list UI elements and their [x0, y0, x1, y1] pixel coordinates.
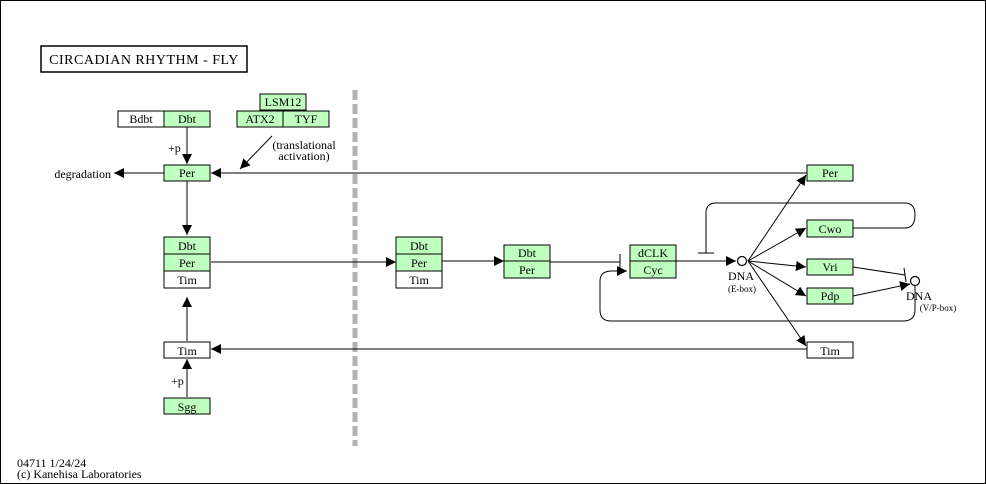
- dna-vpbox-sublabel: (V/P-box): [920, 303, 957, 313]
- dna-ebox-label: DNA: [728, 269, 754, 283]
- edge-dna-cwo: [747, 227, 807, 262]
- label-atx2: ATX2: [245, 112, 274, 126]
- label-tim-c1: Tim: [177, 273, 197, 287]
- label-pdp: Pdp: [821, 289, 840, 303]
- gene-tim-low[interactable]: [163, 341, 211, 359]
- gene-per-right[interactable]: [806, 164, 854, 182]
- gene-tyf[interactable]: [282, 110, 330, 128]
- gene-labels: Bdbt Dbt LSM12 ATX2 TYF Per Dbt Per Tim …: [129, 95, 841, 414]
- gene-cyc[interactable]: [629, 260, 677, 279]
- label-lsm12: LSM12: [265, 95, 302, 109]
- edge-dna-tim: [747, 260, 807, 347]
- gene-sgg[interactable]: [163, 397, 211, 415]
- label-sgg: Sgg: [178, 400, 197, 414]
- label-bdbt: Bdbt: [129, 112, 153, 126]
- label-vri: Vri: [822, 260, 838, 274]
- edge-vri-inhibit: [852, 266, 906, 276]
- dna-ebox-sublabel: (E-box): [728, 284, 756, 294]
- label-cyc: Cyc: [643, 263, 662, 277]
- label-per-c3: Per: [519, 263, 535, 277]
- gene-per-main[interactable]: [163, 164, 211, 182]
- gene-tim-right[interactable]: [806, 341, 854, 359]
- gene-dbt-top[interactable]: [163, 110, 211, 128]
- dna-vpbox-label: DNA: [906, 289, 932, 303]
- edge-pdp-dna: [852, 281, 911, 297]
- degradation-label: degradation: [54, 167, 111, 181]
- label-per-main: Per: [179, 166, 195, 180]
- label-per-c2: Per: [411, 256, 427, 270]
- gene-tim-c2[interactable]: [395, 270, 443, 289]
- plus-p-top: +p: [168, 141, 181, 155]
- copyright-text: (c) Kanehisa Laboratories: [17, 467, 142, 481]
- label-per-right: Per: [822, 166, 838, 180]
- gene-boxes: [117, 93, 854, 415]
- label-tim-low: Tim: [177, 344, 197, 358]
- gene-lsm12[interactable]: [259, 93, 307, 111]
- label-dbt-c3: Dbt: [518, 246, 537, 260]
- dna-vpbox-node[interactable]: [909, 275, 921, 287]
- page-title: CIRCADIAN RHYTHM - FLY: [49, 53, 239, 68]
- label-tim-right: Tim: [820, 344, 840, 358]
- translational-label-line1: (translational: [272, 138, 336, 152]
- gene-pdp[interactable]: [806, 287, 854, 305]
- label-cwo: Cwo: [819, 222, 842, 236]
- edge-translational-activation: [239, 135, 273, 170]
- label-dbt-c1: Dbt: [178, 239, 197, 253]
- edge-dna-per: [747, 174, 807, 262]
- label-tyf: TYF: [295, 112, 318, 126]
- edges: [114, 127, 916, 397]
- edge-dna-vri: [747, 260, 807, 271]
- title-box: [40, 45, 248, 73]
- label-dbt-top: Dbt: [178, 112, 197, 126]
- gene-tim-c1[interactable]: [163, 270, 211, 289]
- plus-p-bottom: +p: [171, 374, 184, 388]
- gene-per-c3[interactable]: [503, 260, 551, 279]
- map-id-date: 04711 1/24/24: [17, 456, 86, 470]
- label-dbt-c2: Dbt: [410, 239, 429, 253]
- edge-cwo-inhibit: [705, 202, 916, 253]
- label-tim-c2: Tim: [409, 273, 429, 287]
- translational-label-line2: activation): [278, 149, 329, 163]
- label-dclk: dCLK: [638, 246, 668, 260]
- edge-dna-pdp: [747, 260, 807, 297]
- gene-vri[interactable]: [806, 258, 854, 276]
- dna-ebox-node[interactable]: [736, 255, 748, 267]
- gene-cwo[interactable]: [806, 219, 854, 238]
- edge-vri-inhibit-bar: [903, 267, 907, 283]
- edge-vpbox-clk: [599, 266, 916, 322]
- label-per-c1: Per: [179, 256, 195, 270]
